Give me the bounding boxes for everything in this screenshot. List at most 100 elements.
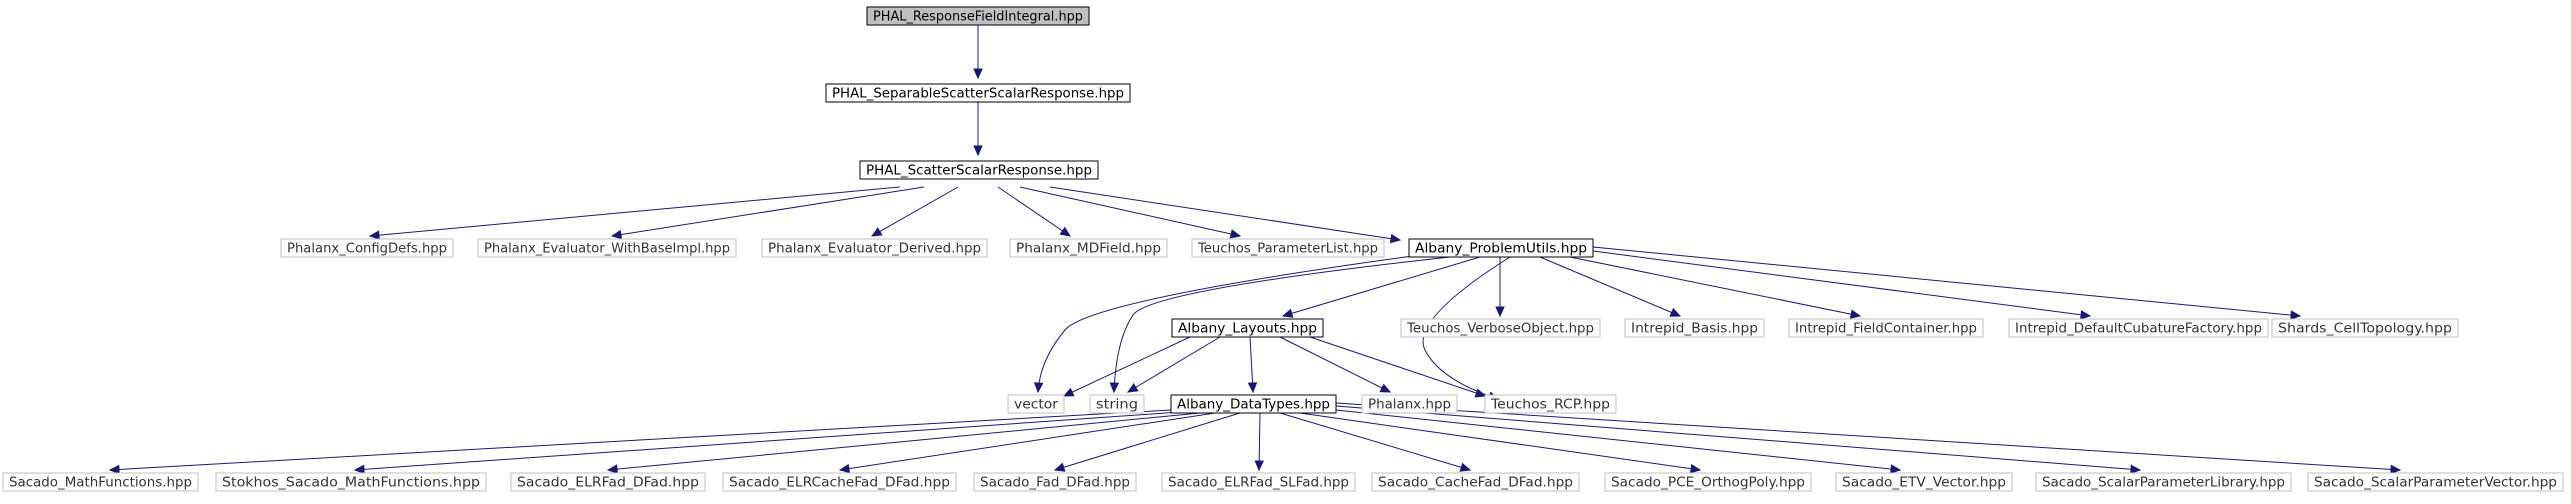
- node-label: Phalanx_ConfigDefs.hpp: [287, 242, 447, 257]
- node-box: [1007, 394, 1065, 414]
- node-cubature: Intrepid_DefaultCubatureFactory.hpp: [2008, 318, 2269, 338]
- arrow-head-icon: [1109, 382, 1120, 394]
- edge-layouts-to-vector: [1062, 336, 1191, 397]
- edge-line: [839, 412, 1216, 471]
- node-label: Phalanx_MDField.hpp: [1016, 242, 1161, 257]
- edge-line: [1279, 412, 1471, 471]
- arrow-head-icon: [1474, 388, 1487, 398]
- node-label: Sacado_ScalarParameterVector.hpp: [2314, 476, 2557, 491]
- edge-scatter-to-paramlist: [1019, 186, 1242, 239]
- node-label: Sacado_ETV_Vector.hpp: [1842, 476, 2006, 491]
- node-label: Phalanx.hpp: [1368, 398, 1451, 413]
- node-layouts[interactable]: Albany_Layouts.hpp: [1171, 318, 1324, 338]
- edge-line: [607, 412, 1201, 471]
- arrow-head-icon: [2080, 310, 2092, 320]
- arrow-head-icon: [1247, 382, 1258, 394]
- node-box: [1170, 394, 1337, 414]
- node-mathfn: Sacado_MathFunctions.hpp: [2, 472, 199, 492]
- node-label: Sacado_ELRFad_DFad.hpp: [517, 476, 699, 491]
- arrow-head-icon: [1389, 233, 1402, 244]
- arrow-head-icon: [1033, 382, 1044, 394]
- node-label: Sacado_PCE_OrthogPoly.hpp: [1611, 476, 1805, 491]
- node-label: Sacado_CacheFad_DFad.hpp: [1378, 476, 1573, 491]
- node-elrslfad: Sacado_ELRFad_SLFad.hpp: [1161, 472, 1356, 492]
- edge-datatypes-to-elrslfad: [1254, 412, 1264, 472]
- edge-datatypes-to-elrfad: [606, 412, 1201, 474]
- node-box: [722, 472, 957, 492]
- node-box: [825, 83, 1131, 103]
- edge-problemutils-to-verbose: [1495, 257, 1505, 318]
- node-pce: Sacado_PCE_OrthogPoly.hpp: [1604, 472, 1812, 492]
- edge-layouts-to-datatypes: [1247, 336, 1258, 394]
- arrow-head-icon: [2390, 464, 2402, 475]
- edge-problemutils-to-fieldcontainer: [1569, 256, 1862, 319]
- arrow-head-icon: [1890, 464, 1902, 474]
- edge-line: [1309, 336, 1486, 397]
- node-label: string: [1096, 398, 1138, 413]
- arrow-head-icon: [610, 229, 623, 240]
- node-label: Intrepid_Basis.hpp: [1631, 322, 1758, 337]
- edge-scatter-to-evalbase: [610, 186, 925, 240]
- arrow-head-icon: [1126, 382, 1139, 393]
- arrow-head-icon: [838, 463, 851, 474]
- edge-scatter-to-problemutils: [1049, 186, 1402, 244]
- edge-datatypes-to-mathfn: [108, 409, 1172, 475]
- arrow-head-icon: [1053, 462, 1066, 472]
- edge-line: [1279, 336, 1391, 393]
- node-label: Sacado_MathFunctions.hpp: [9, 476, 192, 491]
- edge-datatypes-to-pce: [1299, 412, 1702, 474]
- node-label: Sacado_ELRCacheFad_DFad.hpp: [729, 476, 950, 491]
- arrow-head-icon: [2130, 464, 2142, 475]
- node-box: [859, 160, 1099, 180]
- edge-datatypes-to-scalarlib: [1335, 405, 2142, 475]
- node-celltopo: Shards_CellTopology.hpp: [2271, 318, 2459, 338]
- edge-line: [354, 411, 1181, 471]
- node-box: [1171, 318, 1324, 338]
- node-label: Phalanx_Evaluator_WithBaseImpl.hpp: [484, 242, 730, 257]
- arrow-head-icon: [1059, 226, 1072, 237]
- edge-line: [1569, 256, 1861, 317]
- arrow-head-icon: [870, 227, 883, 237]
- node-problemutils[interactable]: Albany_ProblemUtils.hpp: [1408, 238, 1594, 258]
- node-datatypes[interactable]: Albany_DataTypes.hpp: [1170, 394, 1337, 414]
- node-scatter[interactable]: PHAL_ScatterScalarResponse.hpp: [859, 160, 1099, 180]
- arrow-head-icon: [2290, 310, 2302, 320]
- node-label: Teuchos_RCP.hpp: [1490, 398, 1610, 413]
- node-box: [2008, 318, 2269, 338]
- edge-line: [1282, 256, 1481, 317]
- node-box: [1604, 472, 1812, 492]
- node-box: [1788, 318, 1984, 338]
- edge-problemutils-to-vector: [1033, 254, 1421, 394]
- node-box: [215, 472, 487, 492]
- node-box: [1484, 394, 1617, 414]
- node-label: Sacado_ScalarParameterLibrary.hpp: [2042, 476, 2285, 491]
- node-elrcache: Sacado_ELRCacheFad_DFad.hpp: [722, 472, 957, 492]
- edge-datatypes-to-faddfad: [1053, 412, 1241, 472]
- edge-line: [369, 186, 901, 237]
- node-label: PHAL_SeparableScatterScalarResponse.hpp: [832, 87, 1124, 102]
- node-label: Phalanx_Evaluator_Derived.hpp: [768, 242, 981, 257]
- node-box: [1089, 394, 1145, 414]
- edge-datatypes-to-cachefad: [1279, 412, 1472, 472]
- node-label: Albany_ProblemUtils.hpp: [1415, 242, 1587, 257]
- edge-line: [1335, 405, 2141, 471]
- arrow-head-icon: [973, 145, 983, 157]
- arrow-head-icon: [1849, 309, 1862, 319]
- node-phalanx: Phalanx.hpp: [1361, 394, 1458, 414]
- arrow-head-icon: [108, 464, 120, 475]
- edge-datatypes-to-elrcache: [838, 412, 1216, 474]
- node-sep[interactable]: PHAL_SeparableScatterScalarResponse.hpp: [825, 83, 1131, 103]
- node-box: [866, 6, 1090, 26]
- edge-line: [1113, 256, 1451, 393]
- node-box: [1835, 472, 2013, 492]
- arrow-head-icon: [1459, 462, 1472, 472]
- node-root[interactable]: PHAL_ResponseFieldIntegral.hpp: [866, 6, 1090, 26]
- node-evalbase: Phalanx_Evaluator_WithBaseImpl.hpp: [477, 238, 737, 258]
- node-box: [1408, 238, 1594, 258]
- node-box: [1009, 238, 1168, 258]
- edge-line: [997, 186, 1071, 237]
- edge-line: [1299, 412, 1701, 471]
- edge-problemutils-to-layouts: [1281, 256, 1481, 318]
- node-box: [1624, 318, 1765, 338]
